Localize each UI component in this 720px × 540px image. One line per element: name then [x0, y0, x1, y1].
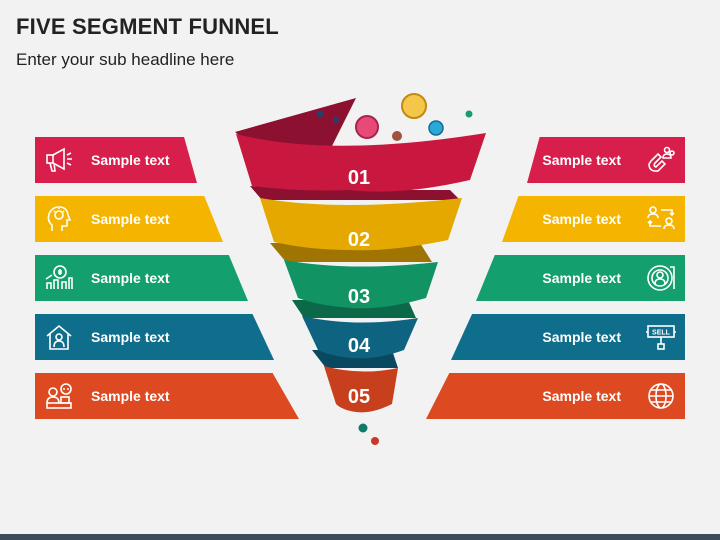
ball-teal-bottom	[358, 423, 368, 433]
sell-sign-icon: SELL	[641, 317, 681, 357]
left-bar-1-label: Sample text	[91, 152, 170, 168]
head-idea-icon	[39, 199, 79, 239]
ball-navy-small	[333, 117, 339, 123]
left-bar-5-label: Sample text	[91, 388, 170, 404]
ball-navy	[316, 110, 324, 118]
funnel-segment-5	[324, 366, 398, 413]
bottom-accent-bar	[0, 534, 720, 540]
funnel-number-4: 04	[348, 335, 371, 357]
globe-icon	[641, 376, 681, 416]
svg-text:SELL: SELL	[652, 330, 671, 337]
right-bar-3-label: Sample text	[542, 270, 621, 286]
funnel-segment-1	[236, 133, 486, 192]
right-bar-1: Sample text	[527, 137, 685, 183]
left-bar-5: Sample text	[35, 373, 299, 419]
money-growth-icon	[39, 258, 79, 298]
house-person-icon	[39, 317, 79, 357]
left-bar-4: Sample text	[35, 314, 274, 360]
ball-red-bottom	[371, 437, 379, 445]
right-bar-5: Sample text	[426, 373, 685, 419]
funnel-number-3: 03	[348, 286, 370, 308]
funnel-segment-3	[284, 260, 438, 309]
ball-blue	[428, 120, 444, 136]
left-bar-2-label: Sample text	[91, 211, 170, 227]
page-title: FIVE SEGMENT FUNNEL	[16, 14, 279, 39]
funnel-segment-4	[302, 316, 418, 359]
funnel-top-flap	[235, 98, 356, 150]
ball-green-small	[465, 110, 473, 118]
left-bar-3: Sample text	[35, 255, 248, 301]
funnel-number-2: 02	[348, 229, 370, 251]
left-bar-1: Sample text	[35, 137, 197, 183]
left-bar-4-label: Sample text	[91, 329, 170, 345]
right-bar-2: Sample text	[502, 196, 685, 242]
left-bar-3-label: Sample text	[91, 270, 170, 286]
ball-pink	[355, 115, 379, 139]
funnel-segment-2	[260, 198, 462, 251]
page-subtitle: Enter your sub headline here	[16, 50, 235, 69]
right-bar-4: Sample text SELL	[451, 314, 685, 360]
funnel-number-5: 05	[348, 386, 370, 408]
right-bar-2-label: Sample text	[542, 211, 621, 227]
right-bar-3: Sample text	[476, 255, 685, 301]
right-bar-5-label: Sample text	[542, 388, 621, 404]
right-bar-4-label: Sample text	[542, 329, 621, 345]
user-exchange-icon	[641, 199, 681, 239]
funnel-number-1: 01	[348, 167, 370, 189]
support-agent-icon	[39, 376, 79, 416]
target-user-icon	[641, 258, 681, 298]
ball-brown	[392, 131, 402, 141]
left-bar-2: Sample text	[35, 196, 223, 242]
magnet-users-icon	[641, 140, 681, 180]
megaphone-icon	[39, 140, 79, 180]
right-bar-1-label: Sample text	[542, 152, 621, 168]
ball-gold	[401, 93, 427, 119]
